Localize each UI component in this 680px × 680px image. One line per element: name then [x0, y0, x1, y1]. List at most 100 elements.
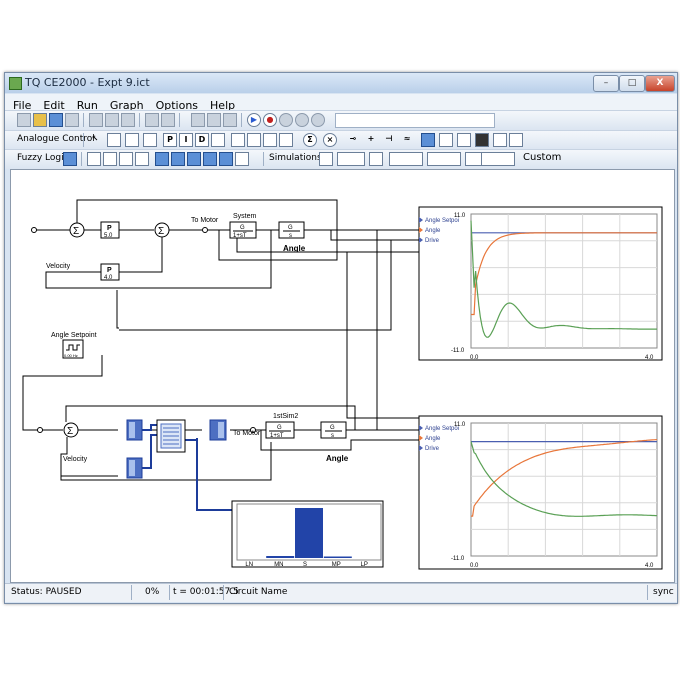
split-icon[interactable]: ⊣: [385, 134, 393, 143]
fuzzy-set-6-icon[interactable]: [235, 152, 249, 166]
link-icon[interactable]: ≈: [403, 134, 411, 143]
new-icon[interactable]: [17, 113, 31, 127]
menu-graph[interactable]: Graph: [109, 99, 144, 112]
junction-icon[interactable]: +: [367, 134, 375, 143]
custom-label[interactable]: Custom: [523, 152, 562, 163]
undo-icon[interactable]: [145, 113, 159, 127]
fuzzify-icon[interactable]: [87, 152, 101, 166]
motor-node-1[interactable]: [202, 227, 208, 233]
integrator-block-1[interactable]: Gs: [278, 221, 305, 239]
sum-icon[interactable]: Σ: [303, 133, 317, 147]
text-icon[interactable]: [509, 133, 523, 147]
membership-icon[interactable]: [135, 152, 149, 166]
scope-icon[interactable]: [207, 113, 221, 127]
tf2-icon[interactable]: [279, 133, 293, 147]
title-bar: TQ CE2000 - Expt 9.ict – □ X: [5, 73, 677, 93]
pointer-icon[interactable]: ↖: [91, 134, 99, 143]
minimize-button[interactable]: –: [593, 75, 619, 92]
close-button[interactable]: X: [645, 75, 675, 92]
input-node-2[interactable]: [37, 427, 43, 433]
cut-icon[interactable]: [89, 113, 103, 127]
defuzzify-block[interactable]: [209, 419, 227, 441]
table-icon[interactable]: [439, 133, 453, 147]
node-icon[interactable]: ⊸: [349, 134, 357, 143]
sum-junction-3[interactable]: Σ: [63, 422, 79, 438]
record-icon[interactable]: ●: [263, 113, 277, 127]
p-gain-block-bottom[interactable]: P4.0: [100, 263, 120, 281]
svg-text:5.0: 5.0: [104, 233, 113, 239]
p-gain-block-top[interactable]: P5.0: [100, 221, 120, 239]
defuzzify-icon[interactable]: [119, 152, 133, 166]
svg-text:1+sT: 1+sT: [233, 233, 247, 239]
rules-icon[interactable]: [103, 152, 117, 166]
delay-icon[interactable]: [211, 133, 225, 147]
sim-5-icon[interactable]: [427, 152, 461, 166]
integrator-block-2[interactable]: Gs: [320, 421, 347, 439]
input-node-1[interactable]: [31, 227, 37, 233]
z-icon[interactable]: [247, 133, 261, 147]
sim-4-icon[interactable]: [389, 152, 423, 166]
tf-icon[interactable]: [263, 133, 277, 147]
play-icon[interactable]: ▶: [247, 113, 261, 127]
fuzzy-set-1-icon[interactable]: [155, 152, 169, 166]
reset-icon[interactable]: [311, 113, 325, 127]
analogue-toolbar: Analogue Control ↖ P I D Σ × ⊸ + ⊣ ≈: [5, 130, 677, 150]
pause-icon[interactable]: [279, 113, 293, 127]
scope-block-icon[interactable]: [421, 133, 435, 147]
p-block-icon[interactable]: P: [163, 133, 177, 147]
stop-icon[interactable]: [295, 113, 309, 127]
rule-base-block[interactable]: [156, 419, 186, 453]
menu-edit[interactable]: Edit: [43, 99, 65, 112]
sim2-tf-block[interactable]: G1+sT: [265, 421, 295, 439]
graph-panel-2[interactable]: Angle Setpoi Angle Drive 11.0 -11.0 0.0 …: [418, 415, 663, 570]
graph-panel-1[interactable]: Angle Setpoi Angle Drive 11.0 -11.0 0.0 …: [418, 206, 663, 361]
paste-icon[interactable]: [121, 113, 135, 127]
ramp-icon[interactable]: [125, 133, 139, 147]
fuzzy-icon[interactable]: [63, 152, 77, 166]
d-block-icon[interactable]: D: [195, 133, 209, 147]
sim-1-icon[interactable]: [319, 152, 333, 166]
g1-legend-angle: Angle: [425, 228, 441, 234]
meter-icon[interactable]: [223, 113, 237, 127]
menu-run[interactable]: Run: [76, 99, 98, 112]
system-tf-block[interactable]: G1+sT: [229, 221, 257, 239]
fuzzify-block-1[interactable]: [126, 419, 143, 441]
print-icon[interactable]: [65, 113, 79, 127]
angle-setpoint-generator[interactable]: 0.00 Hz: [62, 339, 84, 359]
fuzzy-bar-mp: [323, 556, 352, 558]
multiply-icon[interactable]: ×: [323, 133, 337, 147]
display-icon[interactable]: [457, 133, 471, 147]
sim-7-icon[interactable]: [481, 152, 515, 166]
menu-help[interactable]: Help: [210, 99, 236, 112]
sim-3-icon[interactable]: [369, 152, 383, 166]
command-field[interactable]: [335, 113, 495, 128]
svg-text:4.0: 4.0: [104, 275, 113, 281]
fuzzy-set-5-icon[interactable]: [219, 152, 233, 166]
fuzzify-block-2[interactable]: [126, 457, 143, 479]
motor-node-2[interactable]: [250, 427, 256, 433]
fuzzy-set-4-icon[interactable]: [203, 152, 217, 166]
menu-file[interactable]: File: [13, 99, 32, 112]
redo-icon[interactable]: [161, 113, 175, 127]
signal-icon[interactable]: [143, 133, 157, 147]
io-icon[interactable]: [475, 133, 489, 147]
i-block-icon[interactable]: I: [179, 133, 193, 147]
gain-icon[interactable]: [231, 133, 245, 147]
save-icon[interactable]: [49, 113, 63, 127]
file-icon[interactable]: [493, 133, 507, 147]
fuzzy-set-2-icon[interactable]: [171, 152, 185, 166]
open-icon[interactable]: [33, 113, 47, 127]
sum-junction-1[interactable]: Σ: [69, 222, 85, 238]
svg-text:s: s: [331, 433, 334, 439]
copy-icon[interactable]: [105, 113, 119, 127]
menu-options[interactable]: Options: [155, 99, 199, 112]
graph-icon[interactable]: [191, 113, 205, 127]
step-icon[interactable]: [107, 133, 121, 147]
fuzzy-bar-s: [295, 508, 323, 558]
fuzzy-set-3-icon[interactable]: [187, 152, 201, 166]
maximize-button[interactable]: □: [619, 75, 645, 92]
sim-2-icon[interactable]: [337, 152, 365, 166]
sum-junction-2[interactable]: Σ: [154, 222, 170, 238]
